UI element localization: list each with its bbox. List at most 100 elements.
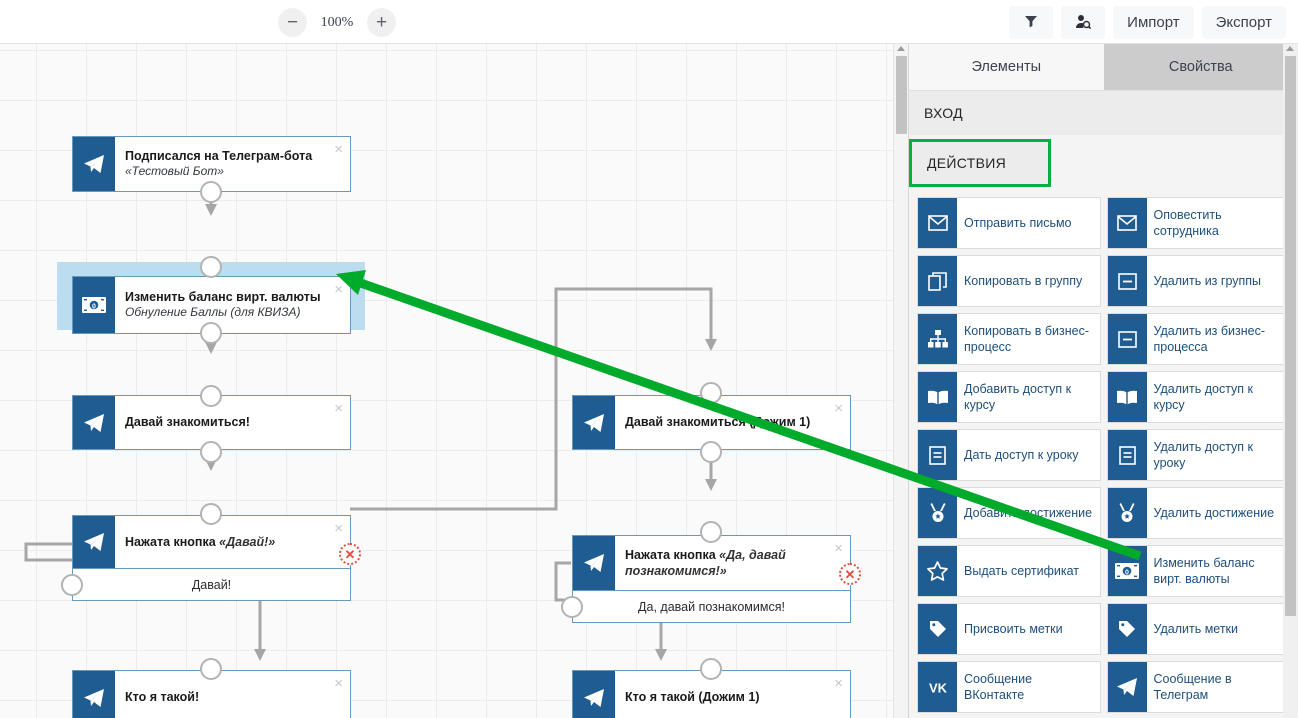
flow-canvas[interactable]: Подписался на Телеграм-бота «Тестовый Бо… <box>0 44 908 718</box>
node-body: Кто я такой! × <box>115 671 350 718</box>
zoom-in-button[interactable]: + <box>367 8 396 37</box>
close-icon[interactable]: × <box>334 141 343 158</box>
toolbar-right-group: Импорт Экспорт <box>1009 6 1286 39</box>
node-body: Давай знакомиться! × <box>115 396 350 449</box>
node-port-in[interactable] <box>700 658 722 680</box>
node-port-in[interactable] <box>200 256 222 278</box>
telegram-icon <box>73 396 115 449</box>
close-icon[interactable]: × <box>334 675 343 692</box>
action-item-remove-achievement[interactable]: Удалить достижение <box>1106 487 1290 539</box>
node-error-badge[interactable]: ✕ <box>839 563 861 585</box>
action-item-telegram-message[interactable]: Сообщение в Телеграм <box>1106 661 1290 713</box>
panel-scrollbar[interactable] <box>1283 44 1298 718</box>
elements-panel: Элементы Свойства ВХОД ДЕЙСТВИЯ Отправит… <box>908 44 1298 718</box>
close-icon[interactable]: × <box>834 675 843 692</box>
telegram-icon <box>73 671 115 718</box>
flow-node-button-pressed-davay[interactable]: Нажата кнопка «Давай!» × <box>72 515 351 569</box>
action-item-notify-employee[interactable]: Оповестить сотрудника <box>1106 197 1290 249</box>
action-item-send-letter[interactable]: Отправить письмо <box>917 197 1101 249</box>
zoom-out-button[interactable]: − <box>278 8 307 37</box>
node-port-out[interactable] <box>200 322 222 344</box>
flow-node-answer-davay[interactable]: Давай! <box>72 569 351 601</box>
action-item-add-course-access[interactable]: Добавить доступ к курсу <box>917 371 1101 423</box>
action-item-copy-to-group[interactable]: Копировать в группу <box>917 255 1101 307</box>
action-item-vk-message[interactable]: VK Сообщение ВКонтакте <box>917 661 1101 713</box>
scroll-up-icon[interactable] <box>1286 46 1294 51</box>
node-body: Нажата кнопка «Да, давай познакомимся!» … <box>615 536 850 590</box>
filter-button[interactable] <box>1009 6 1054 39</box>
node-title: Кто я такой (Дожим 1) <box>625 690 760 705</box>
action-item-remove-tags[interactable]: Удалить метки <box>1106 603 1290 655</box>
flow-node-button-pressed-yes[interactable]: Нажата кнопка «Да, давай познакомимся!» … <box>572 535 851 591</box>
action-item-copy-to-business-process[interactable]: Копировать в бизнес-процесс <box>917 313 1101 365</box>
action-item-label: Изменить баланс вирт. валюты <box>1153 556 1255 586</box>
action-item-change-currency-balance[interactable]: 0 Изменить баланс вирт. валюты <box>1106 545 1290 597</box>
money-bill-icon: 0 <box>73 277 115 333</box>
node-body: Кто я такой (Дожим 1) × <box>615 671 850 718</box>
action-item-remove-from-group[interactable]: Удалить из группы <box>1106 255 1290 307</box>
node-title-quoted: «Давай!» <box>219 534 276 549</box>
tab-properties[interactable]: Свойства <box>1103 44 1298 90</box>
close-icon[interactable]: × <box>834 540 843 557</box>
panel-section-actions[interactable]: ДЕЙСТВИЯ <box>909 139 1051 187</box>
node-port-in[interactable] <box>200 658 222 680</box>
action-item-label: Сообщение ВКонтакте <box>964 672 1033 702</box>
close-icon[interactable]: × <box>334 520 343 537</box>
action-item-label: Отправить письмо <box>964 216 1072 230</box>
node-port-out[interactable] <box>200 181 222 203</box>
user-search-button[interactable] <box>1061 6 1106 39</box>
minus-box-icon <box>1107 314 1147 364</box>
node-error-badge[interactable]: ✕ <box>339 543 361 565</box>
telegram-icon <box>573 536 615 590</box>
medal-icon <box>918 488 957 538</box>
action-item-label: Присвоить метки <box>964 622 1063 636</box>
node-body: Нажата кнопка «Давай!» × <box>115 516 350 568</box>
envelope-icon <box>918 198 957 248</box>
tab-elements[interactable]: Элементы <box>909 44 1104 90</box>
action-item-label: Удалить из бизнес-процесса <box>1153 324 1266 354</box>
flow-node-lets-get-acquainted[interactable]: Давай знакомиться! × <box>72 395 351 450</box>
envelope-icon <box>1107 198 1147 248</box>
action-item-add-achievement[interactable]: Добавить достижение <box>917 487 1101 539</box>
book-open-icon <box>1107 372 1147 422</box>
node-body: Давай знакомиться (Дожим 1) × <box>615 396 850 449</box>
panel-section-input[interactable]: ВХОД <box>909 90 1298 135</box>
node-title-plain: Нажата кнопка <box>625 547 720 562</box>
panel-scrollbar-thumb[interactable] <box>1285 56 1296 616</box>
action-item-remove-lesson-access[interactable]: Удалить доступ к уроку <box>1106 429 1290 481</box>
close-icon[interactable]: × <box>834 400 843 417</box>
action-item-assign-tags[interactable]: Присвоить метки <box>917 603 1101 655</box>
node-port-in[interactable] <box>700 521 722 543</box>
node-subtitle: «Тестовый Бот» <box>125 164 224 179</box>
node-port-out[interactable] <box>700 441 722 463</box>
telegram-icon <box>1107 662 1147 712</box>
action-item-label: Сообщение в Телеграм <box>1153 672 1232 702</box>
action-item-label: Удалить доступ к курсу <box>1153 382 1254 412</box>
error-x-icon: ✕ <box>344 546 356 562</box>
action-item-label: Дать доступ к уроку <box>964 448 1079 462</box>
action-item-give-lesson-access[interactable]: Дать доступ к уроку <box>917 429 1101 481</box>
node-port-in[interactable] <box>200 385 222 407</box>
action-item-remove-from-business-process[interactable]: Удалить из бизнес-процесса <box>1106 313 1290 365</box>
node-port-in[interactable] <box>700 382 722 404</box>
node-port-out[interactable] <box>200 441 222 463</box>
flow-node-answer-yes[interactable]: Да, давай познакомимся! <box>572 591 851 623</box>
scroll-up-icon[interactable] <box>897 46 905 51</box>
export-button[interactable]: Экспорт <box>1201 6 1286 39</box>
node-port-answer-out[interactable] <box>61 574 83 596</box>
close-icon[interactable]: × <box>334 400 343 417</box>
close-icon[interactable]: × <box>334 281 343 298</box>
import-button[interactable]: Импорт <box>1113 6 1194 39</box>
money-bill-icon: 0 <box>1107 546 1147 596</box>
action-item-label: Добавить доступ к курсу <box>964 382 1072 412</box>
answer-label: Давай! <box>191 577 232 592</box>
action-item-remove-course-access[interactable]: Удалить доступ к курсу <box>1106 371 1290 423</box>
telegram-icon <box>73 137 115 191</box>
canvas-scrollbar-thumb[interactable] <box>896 56 907 134</box>
node-port-answer-out[interactable] <box>561 596 583 618</box>
action-item-label: Выдать сертификат <box>964 564 1080 578</box>
action-item-issue-certificate[interactable]: Выдать сертификат <box>917 545 1101 597</box>
canvas-scrollbar[interactable] <box>893 44 908 718</box>
node-port-in[interactable] <box>200 503 222 525</box>
node-body: Изменить баланс вирт. валюты Обнуление Б… <box>115 277 350 333</box>
